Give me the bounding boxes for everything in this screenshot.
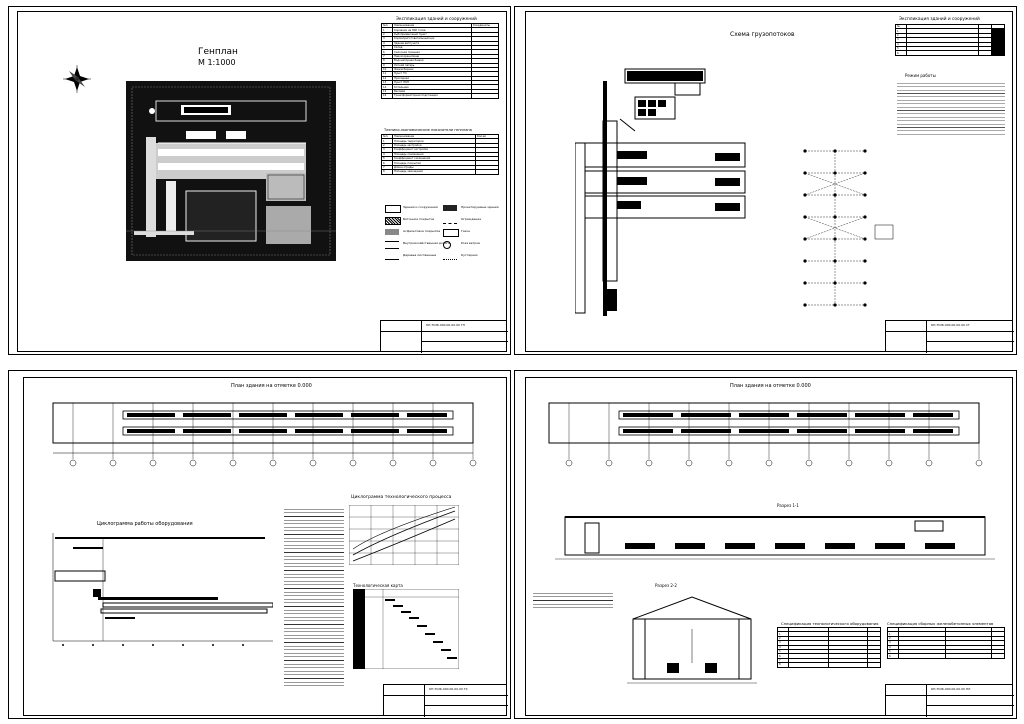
sheet-title: План здания на отметке 0.000 bbox=[730, 383, 811, 389]
sheet-tech-process: План здания на отметке 0.000 Циклограмма… bbox=[8, 370, 511, 719]
spec-title: Спецификация технологического оборудован… bbox=[781, 621, 879, 626]
tep-title: Технико-экономические показатели генплан… bbox=[384, 128, 472, 132]
section-title: Разрез 1-1 bbox=[777, 503, 799, 508]
mode-title: Режим работы bbox=[905, 73, 936, 78]
legend-swatch bbox=[385, 253, 399, 260]
title-block: КП-ТОЖ.000.00.00.00 ПЛ bbox=[885, 684, 1014, 717]
building-plan bbox=[52, 402, 477, 467]
table-cell: Трансформаторная подстанция bbox=[392, 93, 472, 99]
site-plan bbox=[126, 81, 336, 261]
legend-swatch bbox=[385, 241, 399, 249]
legend-swatch bbox=[385, 229, 399, 235]
legend-swatch bbox=[443, 217, 457, 224]
sheet-frame bbox=[525, 377, 1013, 716]
sheet-cargo-flows: Схема грузопотоков Экспликация зданий и … bbox=[514, 6, 1017, 355]
sheet-sections: План здания на отметке 0.000 Разрез 1-1 bbox=[514, 370, 1017, 719]
legend-label: Здания и сооружения bbox=[403, 206, 438, 209]
stamp-code: КП-ТОЖ.000.00.00.00 СГ bbox=[931, 323, 970, 327]
legend-swatch bbox=[385, 205, 401, 213]
stamp-code: КП-ТОЖ.000.00.00.00 ТХ bbox=[429, 687, 468, 691]
legend-label: Проектируемые здания bbox=[461, 206, 499, 209]
sheet-frame bbox=[23, 377, 507, 716]
spec-title: Спецификация сборных железобетонных элем… bbox=[887, 621, 994, 626]
notes-block bbox=[284, 509, 344, 689]
chart-title: Циклограмма работы оборудования bbox=[97, 521, 193, 527]
legend-label: Внутрихозяйственная дорога bbox=[403, 242, 450, 245]
legend-label: Асфальтовое покрытие bbox=[403, 230, 441, 233]
feed-points-grid bbox=[803, 149, 894, 307]
table-title: Технологическая карта bbox=[353, 583, 403, 588]
legend-label: Бетонное покрытие bbox=[403, 218, 435, 221]
sheet-frame bbox=[525, 11, 1013, 352]
legend-swatch bbox=[443, 229, 459, 237]
explication-title: Экспликация зданий и сооружений bbox=[899, 17, 980, 22]
legend-swatch bbox=[443, 241, 451, 249]
sheet-title: План здания на отметке 0.000 bbox=[231, 383, 312, 389]
title-block: КП-ТОЖ.000.00.00.00 ТХ bbox=[383, 684, 508, 717]
graph-title: Циклограмма технологического процесса bbox=[351, 495, 452, 500]
table-cell: Площадь замощения bbox=[392, 169, 476, 175]
cargo-flow-diagram bbox=[575, 68, 746, 316]
legend-label: Газон bbox=[461, 230, 471, 233]
legend-swatch bbox=[385, 217, 401, 225]
explication-table: № 1 2 3 4 5 6 bbox=[895, 23, 1005, 56]
legend-label: Роза ветров bbox=[461, 242, 480, 245]
sheet-genplan: Генплан М 1:1000 Экспликация зданий и со… bbox=[8, 6, 511, 355]
explication-title: Экспликация зданий и сооружений bbox=[396, 17, 477, 22]
section-1-1 bbox=[555, 516, 995, 560]
notes-block bbox=[533, 593, 613, 609]
sheet-title: Схема грузопотоков bbox=[730, 31, 795, 38]
legend-swatch bbox=[443, 205, 457, 211]
sheet-title: Генплан bbox=[198, 47, 238, 57]
section-2-2 bbox=[627, 596, 757, 684]
process-graph bbox=[349, 505, 459, 565]
legend-label: Кустарник bbox=[461, 254, 478, 257]
equipment-cyclogram bbox=[52, 533, 273, 646]
legend-label: Деревья лиственные bbox=[403, 254, 437, 257]
notes-block bbox=[897, 83, 1005, 137]
legend-swatch bbox=[443, 253, 457, 260]
stamp-code: КП-ТОЖ.000.00.00.00 ПЛ bbox=[931, 687, 971, 691]
wind-rose-icon bbox=[63, 65, 91, 93]
sheet-scale: М 1:1000 bbox=[198, 58, 236, 67]
title-block: КП-ТОЖ.000.00.00.00 СГ bbox=[885, 320, 1014, 353]
legend: Здания и сооружения Проектируемые здания… bbox=[381, 203, 499, 303]
sheet-frame bbox=[17, 11, 507, 352]
legend-label: Ограждение bbox=[461, 218, 482, 221]
building-plan bbox=[548, 402, 983, 467]
section-title: Разрез 2-2 bbox=[655, 583, 677, 588]
title-block: КП-ТОЖ.000.00.00.00 ГП bbox=[380, 320, 508, 353]
stamp-code: КП-ТОЖ.000.00.00.00 ГП bbox=[426, 323, 465, 327]
tech-map-table bbox=[353, 589, 459, 669]
